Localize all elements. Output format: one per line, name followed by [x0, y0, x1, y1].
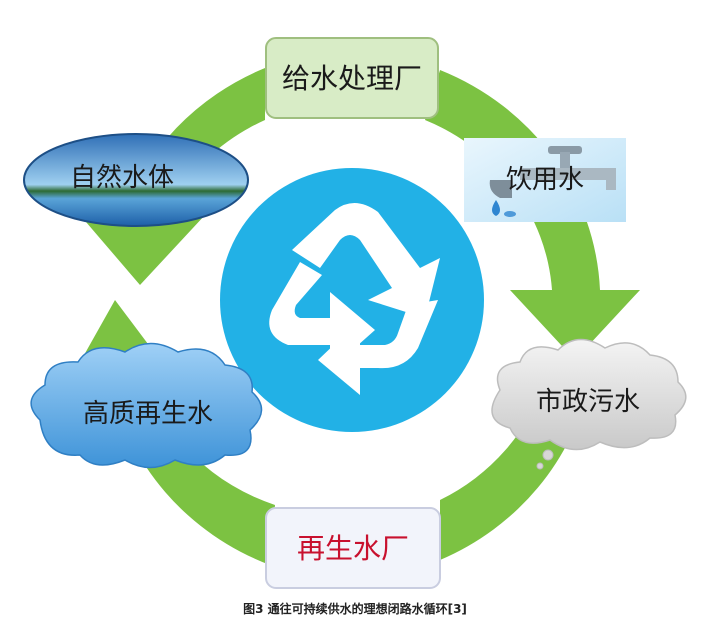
node-municipal-sewage-label: 市政污水 [536, 387, 640, 417]
blue-cloud-shape [30, 342, 263, 469]
recycle-icon [269, 202, 440, 395]
water-drop-icon [492, 200, 516, 217]
center-circle [220, 168, 484, 432]
node-drinking-water-label: 饮用水 [506, 165, 584, 195]
gray-cloud-shape [491, 338, 687, 451]
node-reclaimed-water-plant: 再生水厂 [265, 507, 441, 589]
node-drinking-water: 饮用水 [464, 138, 626, 222]
node-reclaimed-water-plant-label: 再生水厂 [297, 532, 409, 565]
node-natural-water-body-label: 自然水体 [70, 163, 174, 193]
figure-caption: 图3 通往可持续供水的理想闭路水循环[3] [243, 602, 467, 616]
faucet-icon [489, 146, 616, 198]
node-natural-water-body: 自然水体 [23, 133, 249, 227]
node-water-treatment-plant: 给水处理厂 [265, 37, 439, 119]
lake-landscape-image [23, 133, 249, 227]
node-high-quality-reclaimed-water-label: 高质再生水 [83, 399, 213, 429]
center-recycle-group [220, 168, 484, 432]
node-high-quality-reclaimed-water: 高质再生水 [30, 342, 263, 469]
node-water-treatment-plant-label: 给水处理厂 [282, 62, 422, 95]
node-municipal-sewage: 市政污水 [491, 338, 687, 470]
